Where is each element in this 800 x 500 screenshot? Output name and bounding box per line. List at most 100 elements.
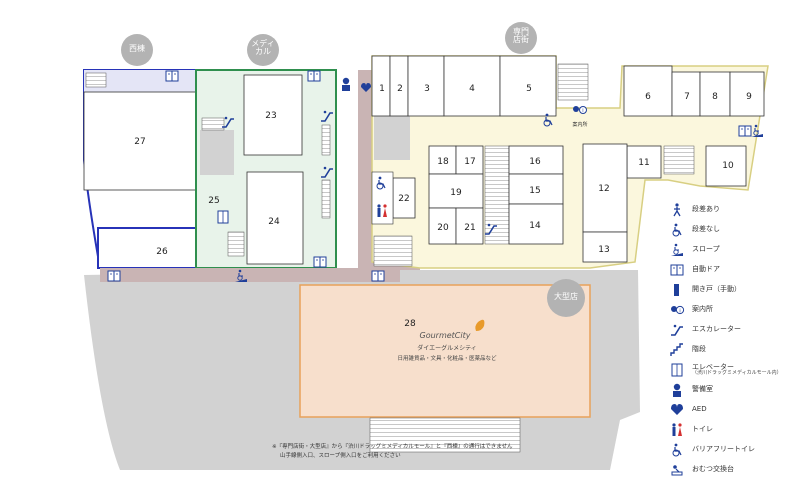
legend-label: エスカレーター	[692, 325, 741, 334]
legend-label: 警備室	[692, 385, 713, 394]
medical-gray-block	[200, 130, 234, 175]
shop-13-label: 13	[598, 245, 609, 255]
shop-7-label: 7	[684, 92, 690, 102]
toilet-icon	[377, 204, 387, 217]
shop-25-label: 25	[208, 196, 219, 206]
footnote-line-1: ※『専門店街・大型店』から『渋川ドラッグミメディカルモール』と『西棟』の通行はで…	[272, 444, 513, 450]
shop-17-box	[455, 145, 484, 175]
legend-label: AED	[692, 405, 707, 414]
shop-16-box	[508, 145, 564, 175]
shop-15-box	[508, 173, 564, 205]
zone-label-large: 大型店	[554, 292, 578, 301]
info-icon: i	[668, 301, 686, 319]
manual-door-icon	[668, 281, 686, 299]
slope-icon	[668, 241, 686, 259]
shop-12-label: 12	[598, 184, 609, 194]
legend-label: スロープ	[692, 245, 720, 254]
shop-20-box	[428, 207, 457, 245]
shop-3-box	[407, 55, 445, 117]
store-28-goods: 日用雑貨品・文具・化粧品・医薬品など	[397, 354, 497, 362]
medical-stairs-top	[201, 117, 225, 131]
shop-12-box	[582, 143, 628, 233]
info-icon: i	[573, 106, 587, 114]
legend-label: 段差あり	[692, 205, 720, 214]
legend-label: 階段	[692, 345, 706, 354]
legend-label: 案内所	[692, 305, 713, 314]
shop-11-box	[626, 145, 662, 179]
legend-item: 階段	[668, 340, 798, 360]
legend-item: 段差あり	[668, 200, 798, 220]
toilet-icon	[668, 421, 686, 439]
info-desk-label: 案内所	[572, 121, 587, 128]
legend-item: エスカレーター	[668, 320, 798, 340]
mall-stairs-top	[557, 63, 589, 101]
shop-18-label: 18	[437, 157, 449, 167]
shop-19-box	[428, 173, 484, 209]
door-icon	[107, 270, 121, 282]
door-icon	[738, 125, 752, 137]
elevator-icon	[217, 210, 229, 224]
legend-item: AED	[668, 400, 798, 420]
shop-21-label: 21	[464, 223, 475, 233]
medical-stairs-bottom	[227, 231, 245, 257]
map-legend: 段差あり 段差なし スロープ 自動ドア 開き戸（手動） i 案内所 エスカレー	[668, 200, 798, 480]
legend-label: 段差なし	[692, 225, 720, 234]
aed-icon	[361, 83, 371, 92]
shop-15-label: 15	[529, 186, 540, 196]
legend-label: バリアフリートイレ	[692, 445, 755, 454]
medical-escalator-2	[321, 179, 331, 219]
medical-escalator-1	[321, 124, 331, 156]
shop-28-label: 28	[404, 319, 416, 329]
shop-10-label: 10	[722, 161, 734, 171]
step-icon	[668, 201, 686, 219]
door-icon	[165, 70, 179, 82]
shop-10-box	[705, 145, 747, 187]
zone-label-specialty-line2: 店街	[513, 35, 529, 45]
zone-circle-west	[121, 34, 153, 66]
shop-17-label: 17	[464, 157, 475, 167]
shop-5-box	[499, 55, 557, 117]
legend-label: エレベーター（渋川ドラッグミメディカルモール内）	[692, 362, 782, 377]
zone-label-medical-line1: メディ	[251, 39, 275, 48]
west-stairs	[85, 72, 107, 88]
legend-item: 段差なし	[668, 220, 798, 240]
legend-item: 自動ドア	[668, 260, 798, 280]
svg-text:i: i	[582, 108, 583, 114]
stairs-icon	[668, 341, 686, 359]
legend-elevator-sub: （渋川ドラッグミメディカルモール内）	[692, 370, 782, 377]
shop-21-box	[455, 207, 484, 245]
shop-27-box	[83, 91, 197, 191]
legend-item: エレベーター（渋川ドラッグミメディカルモール内）	[668, 360, 798, 380]
elevator-icon	[668, 361, 686, 379]
guard-icon	[668, 381, 686, 399]
shop-9-label: 9	[746, 92, 752, 102]
shop-11-label: 11	[638, 158, 649, 168]
shop-9-box	[729, 71, 765, 117]
escalator-icon	[668, 321, 686, 339]
large-store-area	[299, 284, 591, 418]
shop-23-box	[243, 74, 303, 156]
shop-14-label: 14	[529, 221, 541, 231]
shop-24-label: 24	[268, 217, 280, 227]
zone-circle-large	[547, 279, 585, 317]
guard-room-icon	[342, 77, 350, 91]
legend-item: おむつ交換台	[668, 460, 798, 480]
svg-text:i: i	[679, 309, 681, 315]
legend-label: 自動ドア	[692, 265, 720, 274]
shop-8-box	[699, 71, 731, 117]
legend-elevator-label: エレベーター	[692, 362, 734, 371]
shop-14-box	[508, 203, 564, 245]
gourmetcity-logo: GourmetCity	[420, 331, 471, 340]
store-28-name: ダイエーグルメシティ	[417, 344, 477, 352]
zone-circle-medical	[247, 34, 279, 66]
zone-label-medical: メディ カル	[247, 39, 279, 57]
door-icon	[371, 270, 385, 282]
shop-4-label: 4	[469, 84, 475, 94]
gourmetcity-leaf-icon	[475, 319, 485, 331]
shop-24-box	[246, 171, 304, 265]
shop-5-label: 5	[526, 84, 532, 94]
legend-label: トイレ	[692, 425, 713, 434]
bottom-stairs	[369, 417, 521, 453]
mall-stairs-right	[663, 145, 695, 175]
legend-item: バリアフリートイレ	[668, 440, 798, 460]
